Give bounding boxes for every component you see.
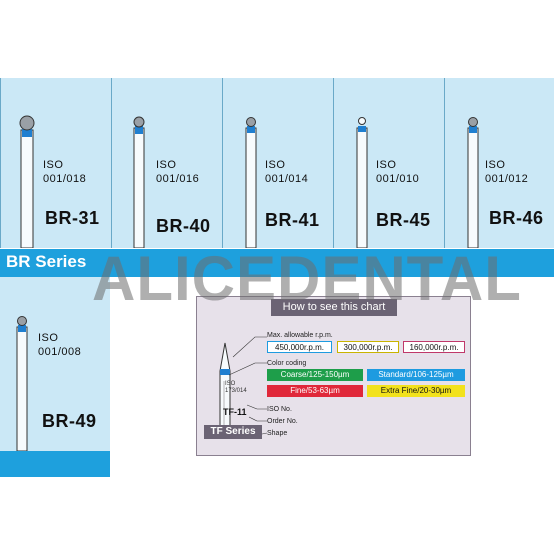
order-no-label: Order No. (267, 418, 298, 425)
leader-lines (228, 336, 268, 436)
product-code: BR-49 (42, 411, 97, 431)
sample-code: TF-11 (223, 407, 247, 417)
round-bur-icon (356, 117, 368, 248)
product-code: BR-40 (156, 216, 211, 236)
round-bur-icon (133, 116, 145, 248)
color-coding-label: Color coding (267, 360, 307, 367)
rpm-300k: 300,000r.p.m. (337, 341, 399, 353)
product-code: BR-31 (45, 208, 100, 228)
tapered-bur-icon (219, 342, 231, 431)
series-label: BR Series (6, 252, 87, 271)
iso-no-label: ISO No. (267, 406, 292, 413)
rpm-160k: 160,000r.p.m. (403, 341, 465, 353)
product-code: BR-41 (265, 210, 320, 230)
legend-title: How to see this chart (271, 299, 397, 316)
round-bur-icon (19, 115, 35, 248)
series-bar (0, 249, 554, 277)
grit-fine: Fine/53-63µm (267, 385, 363, 397)
grit-coarse: Coarse/125-150µm (267, 369, 363, 381)
max-rpm-label: Max. allowable r.p.m. (267, 332, 333, 339)
grit-standard: Standard/106-125µm (367, 369, 465, 381)
watermark: ALICEDENTAL (92, 243, 522, 314)
rpm-450k: 450,000r.p.m. (267, 341, 332, 353)
series-bar-bottom (0, 451, 110, 477)
sample-series-label: TF Series (204, 425, 262, 439)
round-bur-icon (245, 117, 257, 248)
grit-extra-fine: Extra Fine/20-30µm (367, 385, 465, 397)
legend-panel: How to see this chart Max. allowable r.p… (196, 296, 471, 456)
shape-label: Shape (267, 430, 288, 437)
product-code: BR-45 (376, 210, 431, 230)
round-bur-icon (467, 117, 479, 248)
product-code: BR-46 (489, 208, 544, 228)
round-bur-icon (16, 316, 28, 451)
